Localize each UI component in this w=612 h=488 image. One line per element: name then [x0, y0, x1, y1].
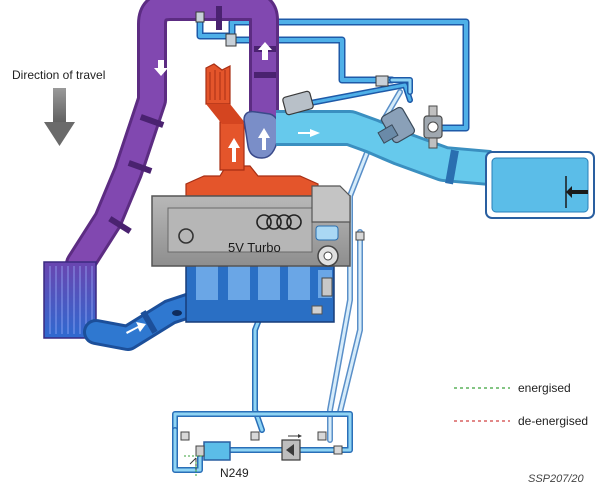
hose-clamp-icon: [216, 6, 222, 30]
flow-arrow-icon: [258, 42, 272, 60]
flow-arrow-icon: [154, 60, 168, 76]
legend-energised-label: energised: [518, 381, 571, 395]
wastegate-control-valve: [423, 105, 443, 149]
flow-arrow-icon: [566, 186, 588, 198]
engine-label: 5V Turbo: [228, 240, 281, 255]
n249-label: N249: [220, 466, 249, 480]
audi-rings-logo: [256, 214, 302, 230]
check-valve: [281, 434, 302, 461]
pressure-sensor: [195, 11, 389, 116]
intake-manifold: [185, 265, 335, 323]
legend-deenergised-label: de-energised: [518, 414, 588, 428]
charge-air-pipe-cooled: [83, 289, 213, 351]
charge-air-pipe-hot: [65, 0, 279, 279]
engine-block: 5V Turbo: [151, 185, 351, 297]
direction-of-travel-label: Direction of travel: [12, 68, 105, 82]
turbocharger-compressor: [243, 110, 280, 159]
n249-valve: N249: [184, 441, 249, 480]
direction-arrow-icon: [44, 88, 75, 146]
flow-arrow-icon: [258, 128, 270, 150]
recirculation-valve: [377, 106, 416, 144]
air-filter-box: [485, 151, 595, 219]
legend: energised de-energised: [454, 381, 588, 428]
flow-arrow-icon: [126, 322, 146, 334]
line-connectors: [180, 231, 365, 455]
flow-arrow-icon: [298, 129, 320, 137]
reference-code: SSP207/20: [528, 473, 585, 485]
flow-arrow-icon: [228, 138, 240, 162]
